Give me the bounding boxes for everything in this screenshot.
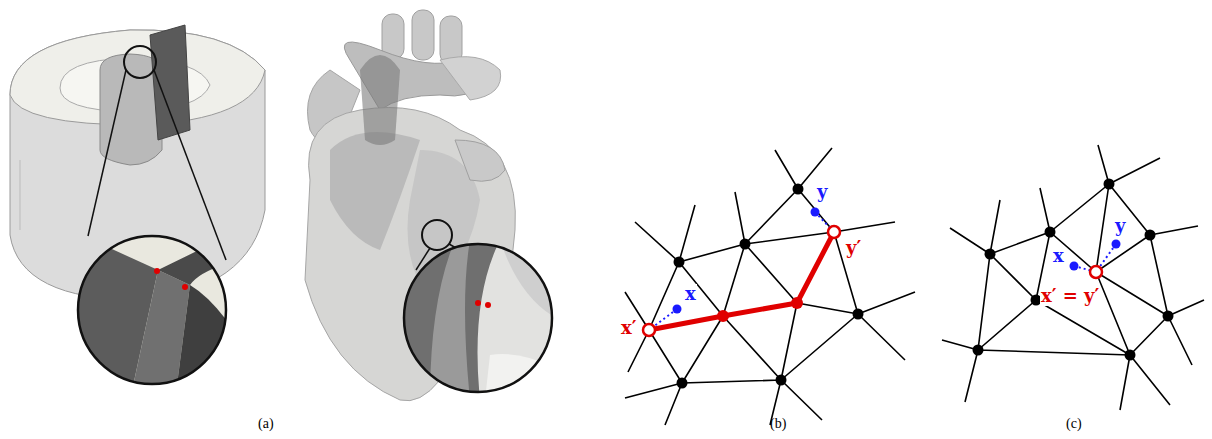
heart-model xyxy=(305,10,560,401)
panel-label: (c) xyxy=(1066,416,1082,431)
projection-label: x′ xyxy=(620,318,637,338)
panel-label: (a) xyxy=(258,416,274,431)
point-label: x xyxy=(684,284,697,304)
point-label: y xyxy=(816,182,828,202)
cylinder-model xyxy=(10,25,265,400)
point-label: x xyxy=(1052,246,1065,266)
point-label: y xyxy=(1114,216,1126,236)
projection-label: y′ xyxy=(845,238,862,258)
projection-label: x′ = y′ xyxy=(1040,286,1100,306)
mesh-c xyxy=(942,145,1204,410)
panel-label: (b) xyxy=(770,416,786,431)
mesh-b xyxy=(625,148,915,425)
